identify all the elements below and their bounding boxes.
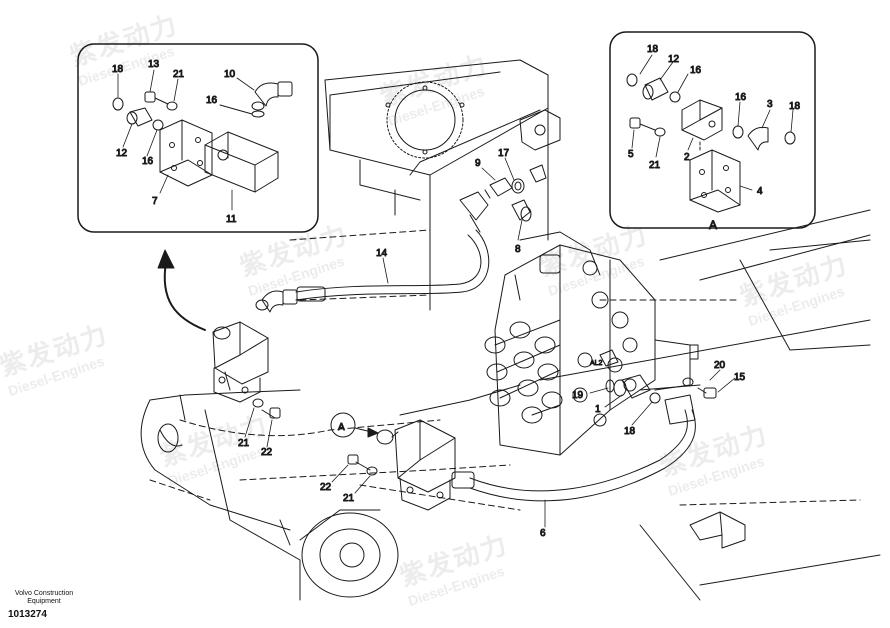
labels-inset-right: 18 12 16 5 21 2 16 3 18 4 A — [628, 44, 802, 233]
brand-line-2: Equipment — [27, 598, 61, 605]
solenoid-valve-a — [347, 419, 456, 511]
part-label: 6 — [540, 528, 546, 539]
labels-inset-left: 18 13 21 10 16 12 16 7 11 — [112, 59, 238, 226]
labels-main: 9 17 8 14 19 1 20 15 18 21 22 22 21 6 A … — [238, 148, 747, 540]
part-label: 7 — [152, 196, 158, 207]
callout-a-circle — [330, 412, 356, 438]
part-label: 13 — [148, 59, 160, 70]
part-label: 1 — [595, 404, 601, 415]
inset-right-parts — [626, 73, 796, 213]
part-label: 16 — [690, 65, 702, 76]
part-label: 17 — [498, 148, 510, 159]
part-label: 22 — [320, 482, 332, 493]
part-label: 2 — [684, 152, 690, 163]
part-label: 5 — [628, 149, 634, 160]
curved-arrow-head — [157, 249, 175, 269]
hose-14 — [295, 191, 490, 302]
part-label: 21 — [343, 493, 355, 504]
part-label: 15 — [734, 372, 746, 383]
part-label: 22 — [261, 447, 273, 458]
part-label: 21 — [173, 69, 185, 80]
part-label: 18 — [624, 426, 636, 437]
part-label: 12 — [116, 148, 128, 159]
fittings-top — [484, 109, 561, 222]
part-label: 14 — [376, 248, 388, 259]
part-label: 10 — [224, 69, 236, 80]
part-label: 20 — [714, 360, 726, 371]
drawing-number: 1013274 — [8, 609, 47, 620]
callout-a-label: A — [338, 422, 345, 433]
footer: Volvo Construction Equipment 1013274 — [8, 590, 80, 620]
part-label: 12 — [668, 54, 680, 65]
inset-left-parts — [112, 81, 293, 193]
valve-mark: AL2 — [590, 360, 603, 367]
curved-arrow — [163, 261, 206, 331]
control-valve-block — [484, 231, 699, 456]
inset-right-frame — [609, 31, 816, 229]
part-label: 8 — [515, 244, 521, 255]
part-label: 16 — [142, 156, 154, 167]
part-label: 11 — [226, 214, 237, 225]
leader-lines — [117, 54, 794, 528]
part-label: 16 — [206, 95, 218, 106]
part-label: 16 — [735, 92, 747, 103]
hose-6 — [451, 394, 696, 502]
part-label: 3 — [767, 99, 773, 110]
part-label: 18 — [647, 44, 659, 55]
part-label: 19 — [572, 390, 584, 401]
solenoid-valve-left — [212, 289, 298, 419]
inset-caption: A — [709, 218, 717, 232]
part-label: 9 — [475, 158, 481, 169]
part-label: 18 — [112, 64, 124, 75]
part-label: 4 — [757, 186, 763, 197]
brand-line-1: Volvo Construction — [14, 590, 74, 597]
inset-left-frame — [77, 43, 319, 233]
part-label: 21 — [238, 438, 250, 449]
machine-frame — [140, 59, 881, 601]
part-label: 18 — [789, 101, 801, 112]
part-label: 21 — [649, 160, 661, 171]
